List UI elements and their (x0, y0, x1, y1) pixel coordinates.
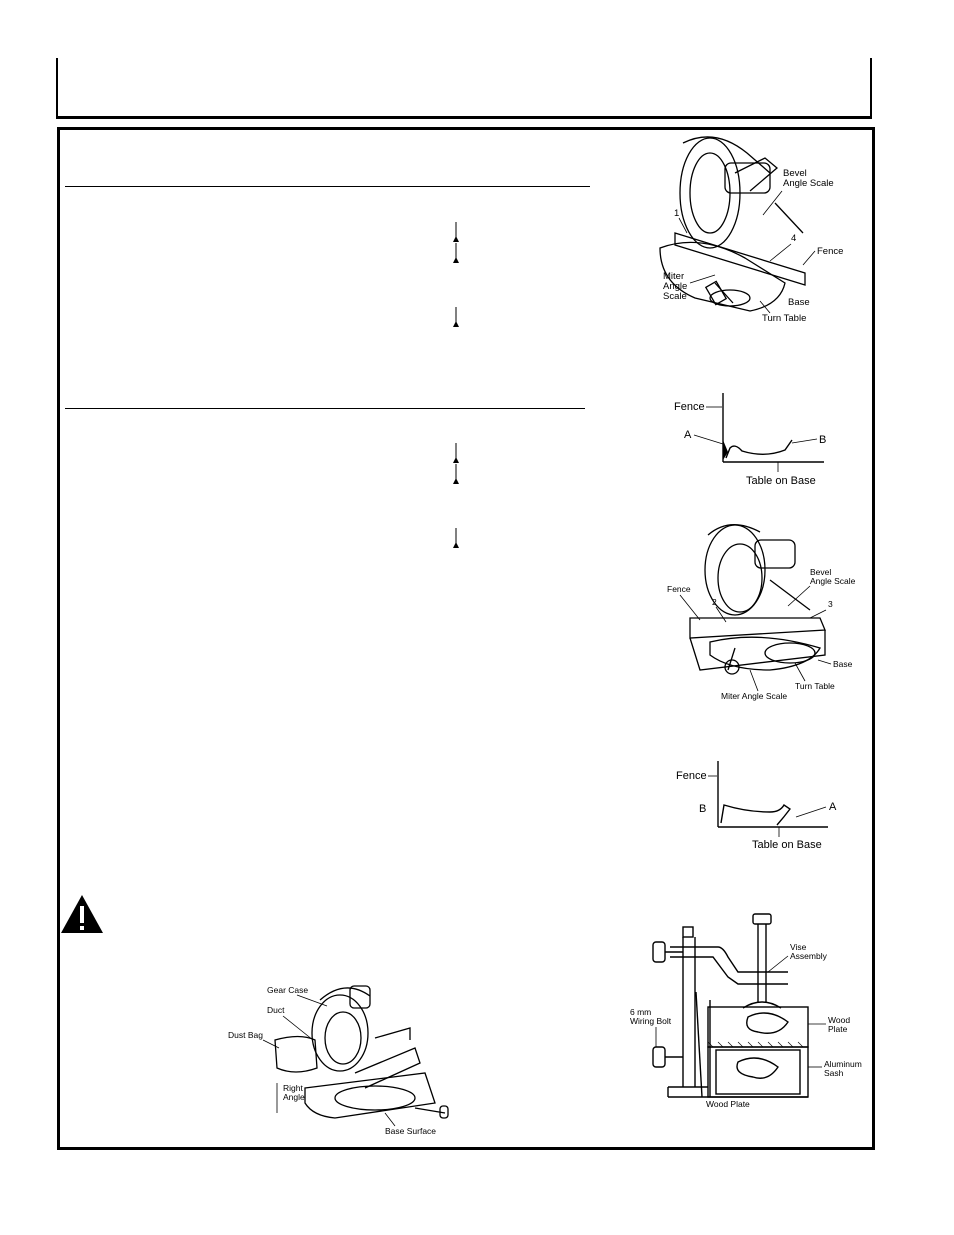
wood-plate-label: Wood (828, 1015, 850, 1025)
vise-assembly-label: Vise (790, 942, 807, 952)
vise-assembly-label-2: Assembly (790, 951, 828, 961)
page-header-box (56, 58, 872, 119)
figure-fence-profile-1: Fence A B Table on Base (670, 388, 840, 493)
arrow-up-icon (453, 443, 459, 463)
miter-angle-scale-label: Miter Angle Scale (721, 691, 787, 701)
base-surface-label: Base Surface (385, 1126, 436, 1136)
gear-case-label: Gear Case (267, 985, 308, 995)
figure-fence-profile-2: Fence B A Table on Base (672, 757, 842, 857)
duct-label: Duct (267, 1005, 285, 1015)
callout-1: 1 (674, 208, 679, 219)
arrow-up-icon (453, 464, 459, 484)
wiring-bolt-label-2: Wiring Bolt (630, 1016, 672, 1026)
turn-table-label: Turn Table (795, 681, 835, 691)
arrow-up-icon (453, 307, 459, 327)
turn-table-label: Turn Table (762, 313, 806, 324)
figure-saw-dust-bag: Gear Case Duct Dust Bag Right Angle Base… (225, 978, 460, 1138)
table-on-base-label: Table on Base (746, 475, 816, 487)
arrow-up-icon (453, 222, 459, 242)
miter-angle-scale-label-2: Angle (663, 281, 687, 292)
point-b-label: B (699, 803, 706, 815)
callout-2: 2 (712, 597, 717, 607)
fence-label: Fence (667, 584, 691, 594)
fence-label: Fence (674, 401, 705, 413)
bevel-angle-scale-label-2: Angle Scale (810, 576, 856, 586)
arrow-up-icon (453, 528, 459, 548)
wood-plate-label-2: Plate (828, 1024, 848, 1034)
bevel-angle-scale-label: Bevel (810, 567, 831, 577)
section-rule-2 (65, 408, 585, 409)
point-a-label: A (829, 801, 837, 813)
figure-miter-saw-top: Bevel Angle Scale 1 4 Fence Miter Angle … (655, 133, 870, 328)
arrow-up-icon (453, 243, 459, 263)
warning-triangle-icon (59, 893, 105, 940)
wiring-bolt-label: 6 mm (630, 1007, 651, 1017)
base-label: Base (833, 659, 853, 669)
dust-bag-label: Dust Bag (228, 1030, 263, 1040)
main-content-box (57, 127, 875, 1150)
miter-angle-scale-label-3: Scale (663, 291, 687, 302)
right-angle-label-2: Angle (283, 1092, 305, 1102)
point-b-label: B (819, 434, 826, 446)
callout-3: 3 (828, 599, 833, 609)
miter-angle-scale-label: Miter (663, 271, 684, 282)
wood-plate-bottom-label: Wood Plate (706, 1099, 750, 1109)
base-label: Base (788, 297, 810, 308)
figure-vise-assembly: Vise Assembly 6 mm Wiring Bolt Wood Plat… (628, 912, 873, 1112)
bevel-angle-scale-label: Bevel (783, 168, 807, 179)
fence-label: Fence (676, 770, 707, 782)
aluminum-sash-label: Aluminum (824, 1059, 862, 1069)
bevel-angle-scale-label-2: Angle Scale (783, 178, 834, 189)
callout-4: 4 (791, 233, 796, 244)
table-on-base-label: Table on Base (752, 839, 822, 851)
point-a-label: A (684, 429, 692, 441)
section-rule-1 (65, 186, 590, 187)
aluminum-sash-label-2: Sash (824, 1068, 844, 1078)
fence-label: Fence (817, 246, 843, 257)
figure-miter-saw-side: Bevel Angle Scale Fence 2 3 Base Turn Ta… (660, 520, 865, 710)
right-angle-label: Right (283, 1083, 303, 1093)
